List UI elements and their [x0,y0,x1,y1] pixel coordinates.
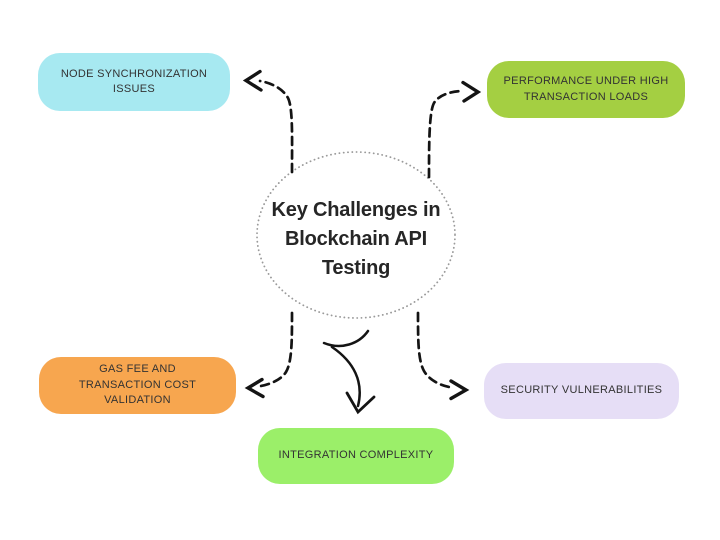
arrow-line [416,311,454,389]
arrow-to-security [416,311,470,401]
node-performance-under-high-transaction-loads: PERFORMANCE UNDER HIGH TRANSACTION LOADS [487,61,685,118]
node-label: SECURITY VULNERABILITIES [500,384,663,397]
arrowhead-left-icon [242,69,263,92]
node-label: INTEGRATION COMPLEXITY [278,449,434,462]
node-label: NODE SYNCHRONIZATION ISSUES [60,67,208,96]
node-integration-complexity: INTEGRATION COMPLEXITY [258,428,454,484]
arrow-to-performance [427,80,482,179]
arrow-to-node-synchronization [242,69,294,174]
node-gas-fee-and-transaction-cost-validation: GAS FEE AND TRANSACTION COST VALIDATION [39,357,236,414]
arrow-to-gas-fee [244,311,294,399]
diagram-title: Key Challenges in Blockchain API Testing [271,199,441,279]
arrowhead-right-icon [461,80,482,103]
arrow-line [256,311,294,388]
arrow-line [427,89,464,179]
arrow-line [258,79,294,174]
node-synchronization-issues: NODE SYNCHRONIZATION ISSUES [38,53,230,111]
node-label: PERFORMANCE UNDER HIGH TRANSACTION LOADS [503,75,669,103]
arrow-hook-line [322,329,370,348]
node-label: GAS FEE AND TRANSACTION COST VALIDATION [78,363,197,407]
arrow-line [330,345,361,408]
node-security-vulnerabilities: SECURITY VULNERABILITIES [484,363,679,419]
arrowhead-left-icon [244,377,265,399]
arrow-to-integration [322,329,376,415]
center-ellipse [256,151,456,319]
arrowhead-down-icon [345,391,376,415]
arrowhead-right-icon [449,379,470,401]
